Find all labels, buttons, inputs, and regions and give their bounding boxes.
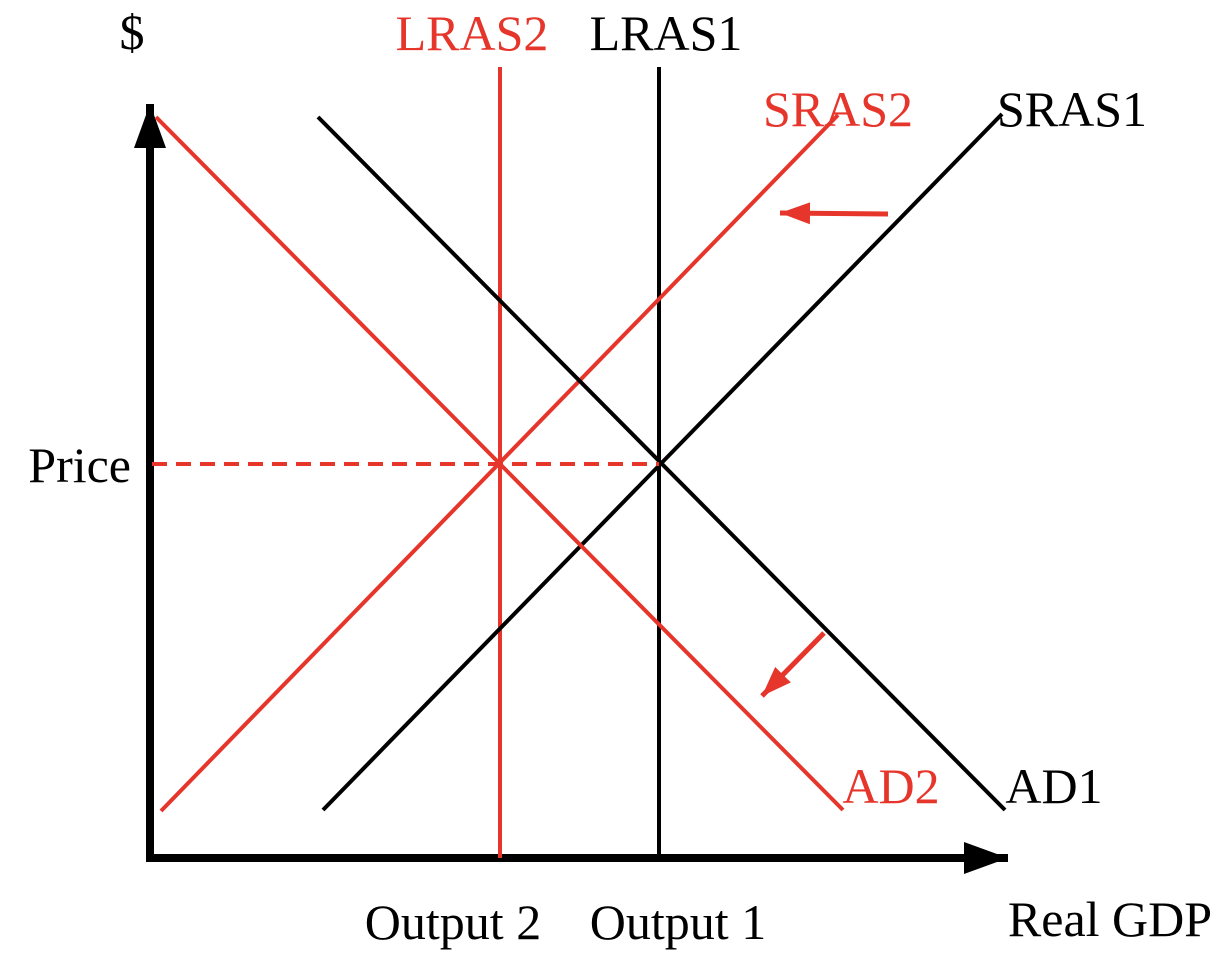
- sras-shift-arrow: [779, 202, 889, 225]
- ad-shift-arrow: [760, 631, 826, 698]
- label-ad1: AD1: [1005, 758, 1102, 814]
- label-sras1: SRAS1: [997, 81, 1147, 137]
- label-output2: Output 2: [365, 894, 541, 950]
- label-realgdp: Real GDP: [1008, 891, 1212, 947]
- label-output1: Output 1: [590, 894, 766, 950]
- label-lras1: LRAS1: [590, 5, 743, 61]
- label-ad2: AD2: [842, 758, 939, 814]
- label-sras2: SRAS2: [763, 81, 913, 137]
- label-price: Price: [28, 437, 131, 493]
- label-lras2: LRAS2: [396, 5, 549, 61]
- curve-ad1: [316, 115, 1007, 812]
- label-dollar: $: [120, 4, 145, 60]
